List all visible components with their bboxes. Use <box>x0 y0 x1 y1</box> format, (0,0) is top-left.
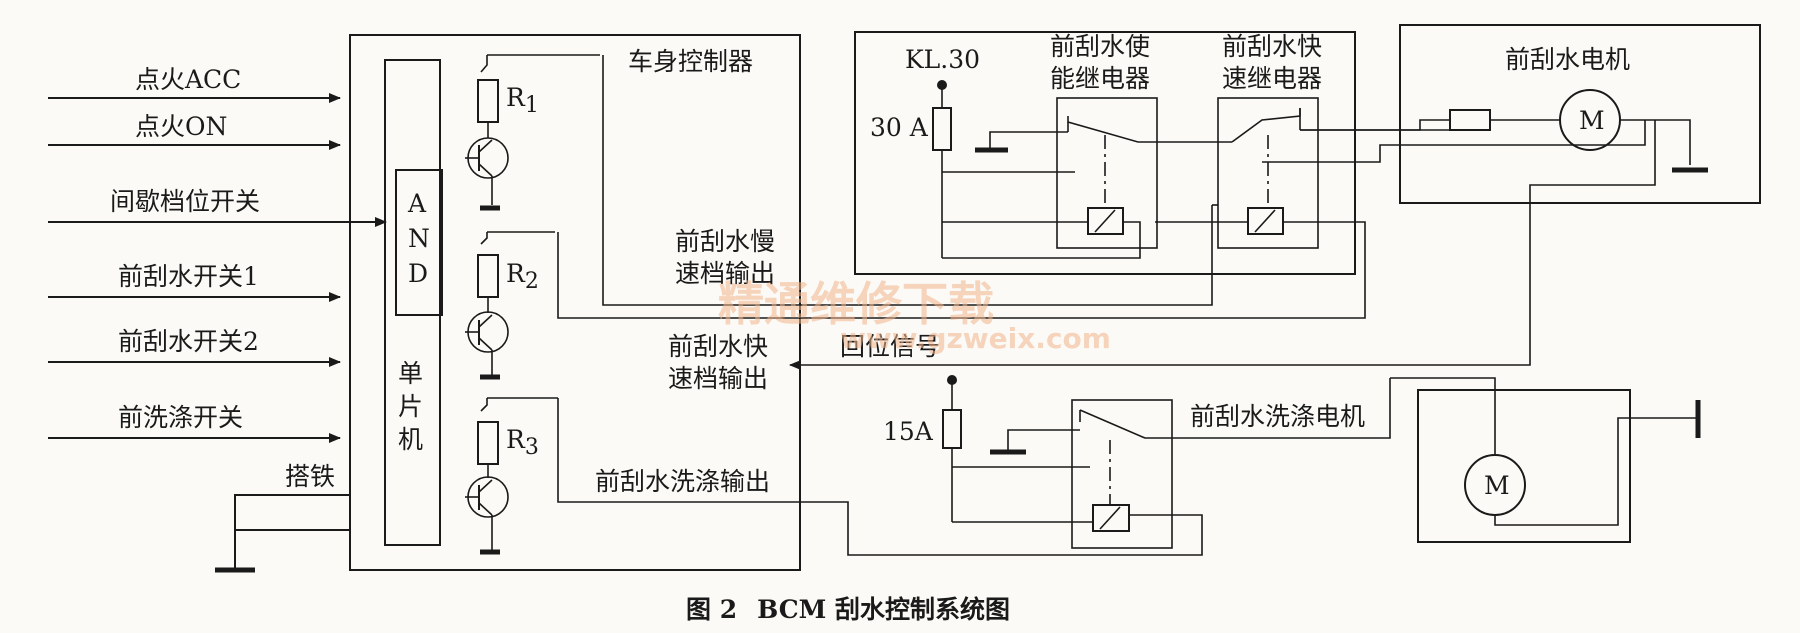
relay-module-box <box>854 31 1356 275</box>
washer-relay-box <box>1071 399 1173 549</box>
input-lines <box>48 93 387 443</box>
r2-label: R2 <box>506 259 539 294</box>
watermark-text: 精通维修下载 <box>718 277 994 331</box>
enable-relay-box <box>1056 97 1158 249</box>
washer-output-label: 前刮水洗涤输出 <box>595 467 770 496</box>
ground-wire <box>234 494 350 570</box>
wiper-motor-m: M <box>1579 106 1605 135</box>
r1-label: R1 <box>506 83 539 118</box>
fast-relay-box <box>1217 97 1319 249</box>
input-wiper-switch-2: 前刮水开关2 <box>118 327 259 356</box>
and-gate <box>395 169 443 316</box>
watermark-url: www.gzweix.com <box>840 322 1111 355</box>
input-ign-acc: 点火ACC <box>135 65 241 94</box>
driver-stage-2 <box>465 231 555 380</box>
ground-label: 搭铁 <box>285 462 335 491</box>
return-signal-label: 回位信号 <box>840 332 940 361</box>
mcu-box <box>384 59 441 546</box>
fuse-30a-label: 30 A <box>870 113 929 142</box>
and-label: A N D <box>407 189 438 288</box>
fuse-15a-label: 15A <box>883 417 934 446</box>
enable-relay-label: 前刮水使 能继电器 <box>1050 32 1158 93</box>
fast-relay-label: 前刮水快 速继电器 <box>1222 32 1330 93</box>
wiper-motor-resistor <box>1449 109 1491 131</box>
fast-output-label: 前刮水快 速档输出 <box>668 332 776 393</box>
washer-motor-box <box>1417 389 1631 543</box>
bcm-label: 车身控制器 <box>628 47 753 76</box>
driver-stage-1 <box>465 54 600 211</box>
bcm-box <box>349 34 801 571</box>
fuse-15a <box>942 409 962 449</box>
input-intermittent-switch: 间歇档位开关 <box>110 187 260 216</box>
input-ign-on: 点火ON <box>135 112 227 141</box>
fuse-30a <box>932 107 952 151</box>
slow-output-label: 前刮水慢 速档输出 <box>675 227 783 288</box>
washer-motor-m: M <box>1484 471 1510 500</box>
input-washer-switch: 前洗涤开关 <box>118 403 243 432</box>
input-wiper-switch-1: 前刮水开关1 <box>118 262 259 291</box>
washer-motor-label: 前刮水洗涤电机 <box>1190 402 1365 431</box>
kl30-label: KL.30 <box>905 45 980 74</box>
r3-label: R3 <box>506 425 539 460</box>
mcu-label: 单 片 机 <box>398 359 431 454</box>
driver-stage-3 <box>465 397 558 555</box>
wiper-motor-box <box>1399 24 1761 204</box>
wiper-motor-label: 前刮水电机 <box>1505 45 1630 74</box>
